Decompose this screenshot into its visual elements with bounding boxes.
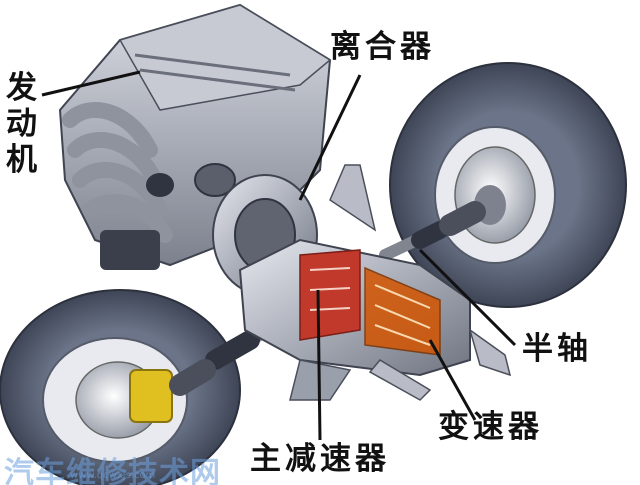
- gearbox: [238, 164, 512, 401]
- clutch-label: 离合器: [330, 29, 435, 65]
- leader-lines: [41, 70, 517, 441]
- half-shaft-leader-line: [418, 248, 517, 347]
- final-drive-leader-line: [316, 289, 322, 441]
- gearbox-label: 变速器: [438, 409, 543, 445]
- clutch-leader-line: [298, 74, 362, 201]
- final-drive-label: 主减速器: [250, 441, 390, 477]
- gearbox-leader-line: [428, 339, 477, 421]
- watermark-url: www.qcwxjs.com: [70, 470, 156, 481]
- engine-label: 发动机: [6, 70, 37, 178]
- cutaway-gears: [299, 249, 361, 341]
- brake-caliper: [129, 369, 173, 423]
- engine-leader-line: [41, 70, 141, 97]
- right-half-shaft: [379, 201, 486, 261]
- watermark-text: 汽车维修技术网: [4, 456, 221, 485]
- left-wheel: [0, 289, 241, 485]
- half-shaft-label: 半轴: [522, 331, 592, 367]
